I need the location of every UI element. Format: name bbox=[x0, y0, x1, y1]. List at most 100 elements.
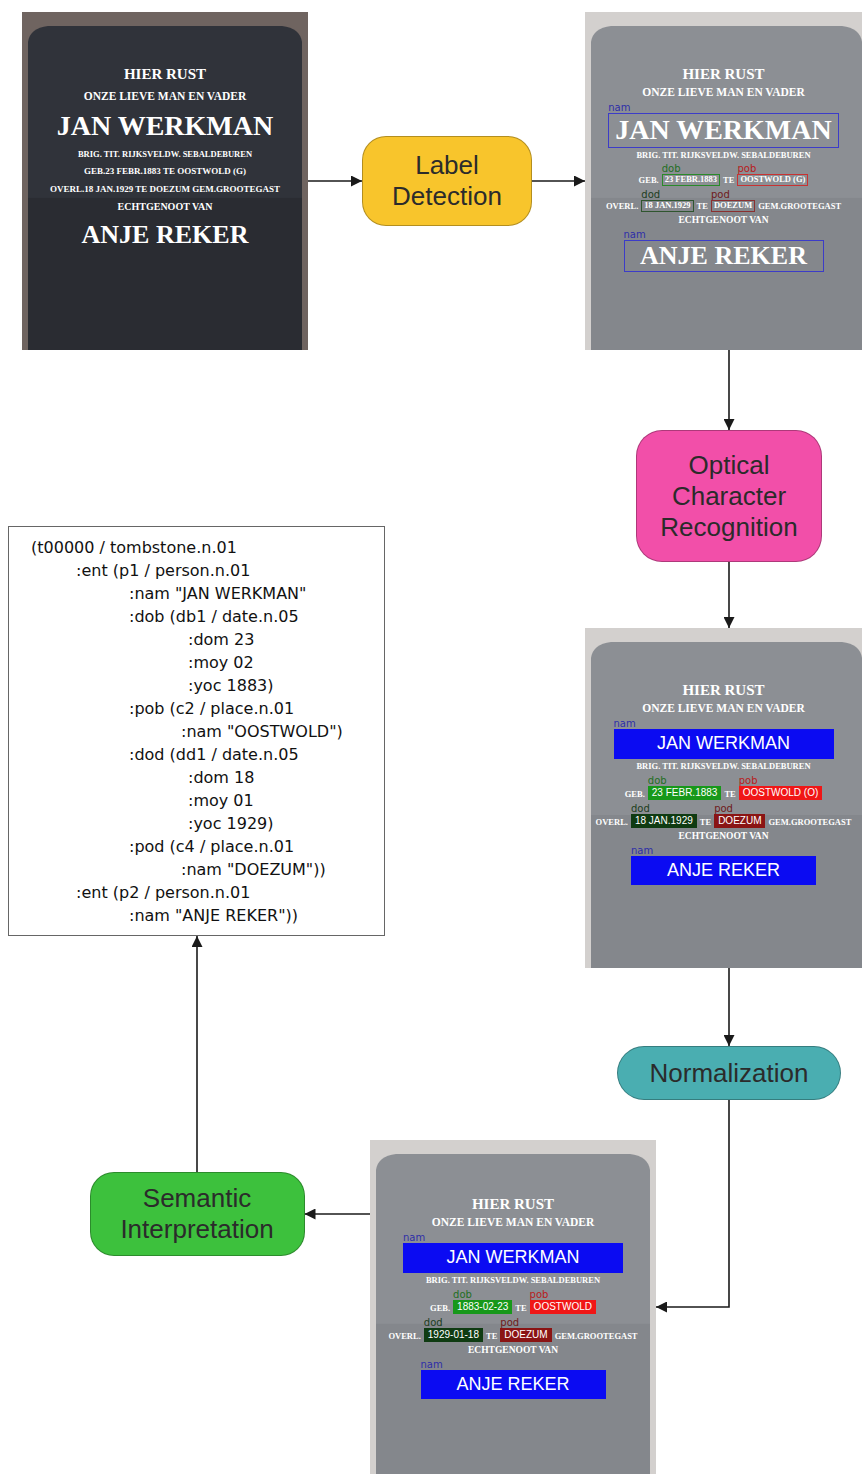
recognized-text-box: 18 JAN.1929 bbox=[631, 814, 697, 828]
recognized-text-box: 1929-01-18 bbox=[424, 1328, 483, 1342]
label-region: namANJE REKER bbox=[624, 229, 824, 272]
recognized-text-box: ANJE REKER bbox=[421, 1370, 606, 1400]
code-line: :dod (dd1 / date.n.05 bbox=[129, 743, 299, 766]
code-line: :dob (db1 / date.n.05 bbox=[129, 605, 299, 628]
inscription-text: OVERL. bbox=[596, 818, 628, 828]
stone-shade bbox=[591, 198, 862, 350]
inscription-text: ANJE REKER bbox=[82, 220, 249, 250]
inscription-row: HIER RUST bbox=[585, 66, 862, 83]
inscription-text: ONZE LIEVE MAN EN VADER bbox=[432, 1216, 595, 1229]
detected-text-box: 23 FEBR.1883 bbox=[662, 174, 720, 186]
code-line: :yoc 1929) bbox=[188, 812, 274, 835]
label-tag: nam bbox=[614, 718, 636, 729]
inscription-row: namANJE REKER bbox=[370, 1359, 656, 1400]
label-region: pobOOSTWOLD bbox=[530, 1289, 596, 1314]
inscription-row: namJAN WERKMAN bbox=[370, 1232, 656, 1273]
code-line: :ent (p2 / person.n.01 bbox=[76, 881, 250, 904]
flow-arrow bbox=[728, 968, 730, 1046]
inscription-row: GEB.23 FEBR.1883 TE OOSTWOLD (G) bbox=[22, 166, 308, 176]
flow-arrow bbox=[308, 180, 362, 182]
label-tag: pod bbox=[711, 189, 730, 200]
recognized-text-box: DOEZUM bbox=[714, 814, 765, 828]
inscription-text: ONZE LIEVE MAN EN VADER bbox=[84, 90, 247, 103]
inscription: HIER RUSTONZE LIEVE MAN EN VADERnamJAN W… bbox=[585, 628, 862, 888]
label-region: dod18 JAN.1929 bbox=[641, 189, 693, 212]
label-region: namANJE REKER bbox=[421, 1359, 606, 1400]
photo-background bbox=[370, 1140, 656, 1474]
inscription-text: BRIG. TIT. RIJKSVELDW. SEBALDEBUREN bbox=[636, 762, 810, 772]
inscription-text: GEB. bbox=[625, 790, 645, 800]
process-box: Semantic Interpretation bbox=[90, 1172, 305, 1256]
label-region: dob23 FEBR.1883 bbox=[648, 775, 722, 800]
inscription-row: namJAN WERKMAN bbox=[585, 102, 862, 147]
inscription-row: HIER RUST bbox=[370, 1196, 656, 1213]
label-tag: dod bbox=[631, 803, 650, 814]
process-box: Label Detection bbox=[362, 136, 532, 226]
label-region: podDOEZUM bbox=[711, 189, 755, 212]
label-tag: dod bbox=[641, 189, 660, 200]
inscription-text: TE bbox=[697, 202, 708, 212]
tombstone-shape bbox=[376, 1154, 650, 1474]
label-region: podDOEZUM bbox=[500, 1317, 551, 1342]
inscription-row: BRIG. TIT. RIJKSVELDW. SEBALDEBUREN bbox=[22, 150, 308, 160]
inscription: HIER RUST ONZE LIEVE MAN EN VADER JAN WERK… bbox=[22, 12, 308, 257]
recognized-text-box: ANJE REKER bbox=[631, 856, 816, 886]
inscription-text: HIER RUST bbox=[682, 682, 764, 699]
detected-text-box: OOSTWOLD (G) bbox=[737, 174, 808, 186]
code-line: :moy 02 bbox=[188, 651, 254, 674]
inscription-row: ECHTGENOOT VAN bbox=[22, 201, 308, 213]
flow-arrow bbox=[728, 350, 730, 430]
flow-arrow bbox=[656, 1100, 729, 1307]
stone-photo bbox=[22, 12, 308, 350]
inscription-row: BRIG. TIT. RIJKSVELDW. SEBALDEBUREN bbox=[585, 762, 862, 772]
inscription-text: ECHTGENOOT VAN bbox=[678, 831, 768, 842]
code-line: :nam "OOSTWOLD") bbox=[181, 720, 343, 743]
label-region: podDOEZUM bbox=[714, 803, 765, 828]
inscription-row: ANJE REKER bbox=[22, 220, 308, 250]
inscription-row: namJAN WERKMAN bbox=[585, 718, 862, 759]
stone-photo bbox=[370, 1140, 656, 1474]
inscription-text: BRIG. TIT. RIJKSVELDW. SEBALDEBUREN bbox=[426, 1276, 600, 1286]
inscription-text: HIER RUST bbox=[124, 66, 206, 83]
label-tag: dod bbox=[424, 1317, 443, 1328]
label-region: dob23 FEBR.1883 bbox=[662, 163, 720, 186]
process-box: Optical Character Recognition bbox=[636, 430, 822, 562]
tombstone-image: HIER RUST ONZE LIEVE MAN EN VADER namJAN W… bbox=[585, 12, 862, 350]
label-tag: dob bbox=[453, 1289, 472, 1300]
code-line: :ent (p1 / person.n.01 bbox=[76, 559, 250, 582]
inscription-row: OVERL.dod18 JAN.1929TEpodDOEZUMGEM.GROOT… bbox=[585, 189, 862, 212]
recognized-text-box: JAN WERKMAN bbox=[614, 729, 834, 759]
label-region: namJAN WERKMAN bbox=[608, 102, 838, 147]
tombstone-shape bbox=[591, 26, 862, 350]
inscription-row: BRIG. TIT. RIJKSVELDW. SEBALDEBUREN bbox=[585, 151, 862, 161]
inscription-text: ECHTGENOOT VAN bbox=[468, 1345, 558, 1356]
inscription-text: HIER RUST bbox=[472, 1196, 554, 1213]
label-tag: pod bbox=[500, 1317, 519, 1328]
label-region: pobOOSTWOLD (G) bbox=[737, 163, 808, 186]
label-region: pobOOSTWOLD (O) bbox=[739, 775, 823, 800]
inscription-text: ONZE LIEVE MAN EN VADER bbox=[642, 86, 805, 99]
inscription-row: ONZE LIEVE MAN EN VADER bbox=[585, 86, 862, 99]
inscription-text: ECHTGENOOT VAN bbox=[678, 215, 768, 226]
flow-arrow bbox=[532, 180, 585, 182]
inscription-text: JAN WERKMAN bbox=[57, 110, 273, 142]
label-tag: pob bbox=[739, 775, 758, 786]
inscription: HIER RUST ONZE LIEVE MAN EN VADER namJAN W… bbox=[585, 12, 862, 275]
code-line: :nam "DOEZUM")) bbox=[181, 858, 326, 881]
label-tag: dob bbox=[648, 775, 667, 786]
label-tag: nam bbox=[403, 1232, 425, 1243]
inscription-row: ECHTGENOOT VAN bbox=[585, 831, 862, 842]
code-line: :nam "JAN WERKMAN" bbox=[129, 582, 306, 605]
flow-arrow bbox=[728, 562, 730, 628]
detected-text-box: ANJE REKER bbox=[624, 240, 824, 272]
inscription-row: JAN WERKMAN bbox=[22, 110, 308, 142]
inscription-text: TE bbox=[723, 176, 734, 186]
inscription-row: ECHTGENOOT VAN bbox=[370, 1345, 656, 1356]
inscription-row: ONZE LIEVE MAN EN VADER bbox=[370, 1216, 656, 1229]
photo-background bbox=[22, 12, 308, 350]
inscription-row: GEB.dob23 FEBR.1883TEpobOOSTWOLD (G) bbox=[585, 163, 862, 186]
inscription-text: TE bbox=[700, 818, 711, 828]
code-line: :nam "ANJE REKER")) bbox=[129, 904, 298, 927]
label-tag: pob bbox=[737, 163, 756, 174]
inscription-text: GEM.GROOTEGAST bbox=[555, 1332, 638, 1342]
